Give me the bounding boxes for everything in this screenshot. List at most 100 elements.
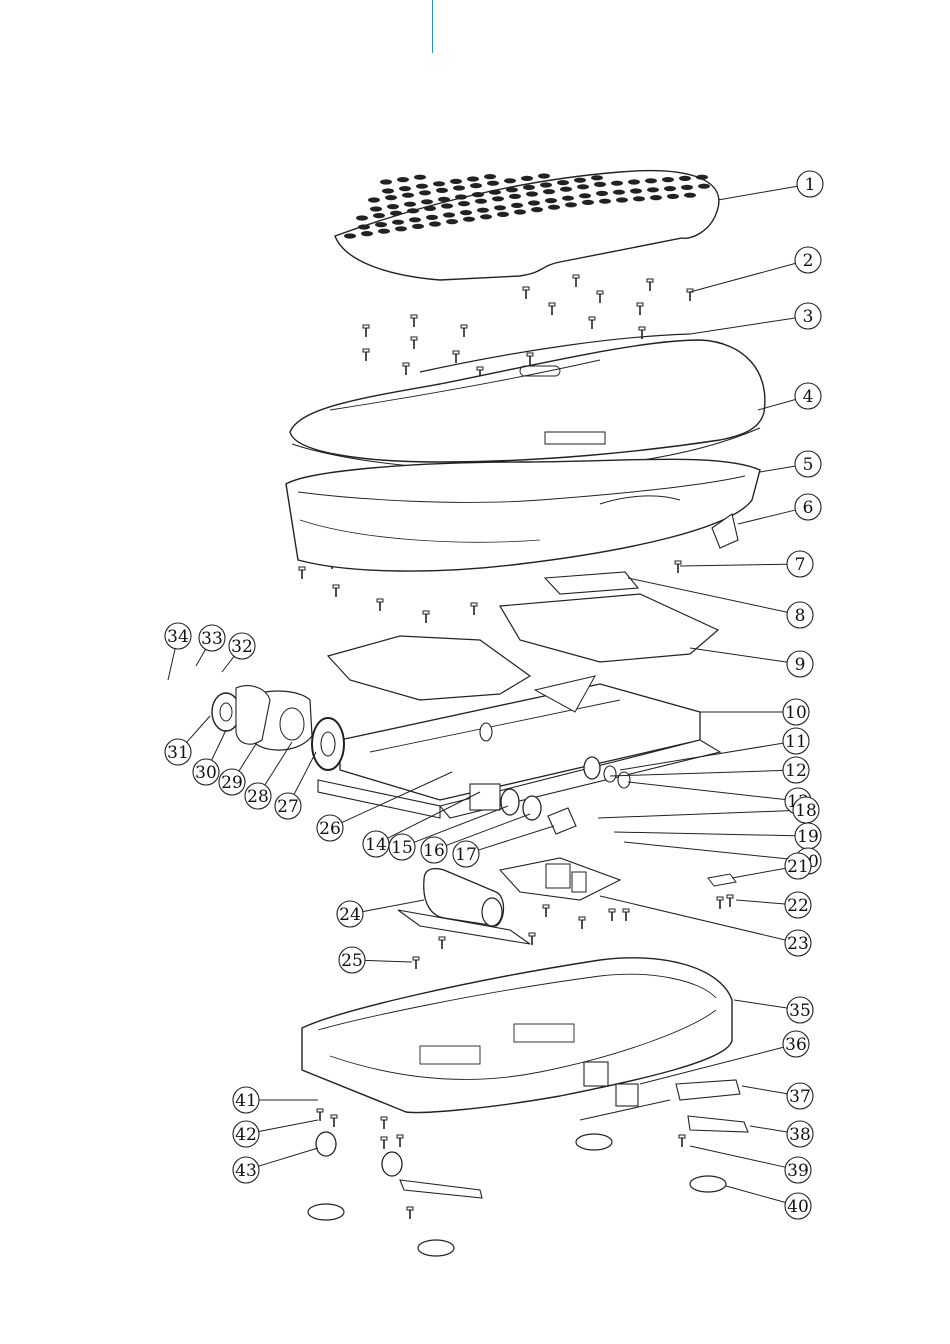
screw-head <box>647 279 653 282</box>
mat-hole <box>407 208 419 213</box>
mat-hole <box>458 201 470 206</box>
callout-10: 10 <box>783 699 809 725</box>
callout-leader-27 <box>294 752 316 794</box>
callout-number: 5 <box>803 455 814 475</box>
callout-number: 32 <box>231 637 253 657</box>
callout-12: 12 <box>783 757 809 783</box>
mat-hole <box>504 178 516 183</box>
mat-hole <box>441 203 453 208</box>
callout-31: 31 <box>165 739 191 765</box>
mat-hole <box>557 180 569 185</box>
callout-1: 1 <box>797 171 823 197</box>
screw-head <box>411 315 417 318</box>
callout-leader-19 <box>614 832 795 836</box>
callout-37: 37 <box>787 1083 813 1109</box>
mat-hole <box>562 196 574 201</box>
callout-leader-35 <box>734 1000 787 1008</box>
mat-hole <box>538 173 550 178</box>
callout-number: 22 <box>787 896 809 916</box>
mat-hole <box>543 189 555 194</box>
callout-24: 24 <box>337 901 363 927</box>
screw-head <box>727 895 733 898</box>
callout-34: 34 <box>165 623 191 649</box>
callout-number: 23 <box>787 934 809 954</box>
upper-cover <box>290 340 765 470</box>
mat-hole <box>429 221 441 226</box>
screw-head <box>381 1137 387 1140</box>
callout-leader-1 <box>718 186 797 200</box>
screw-head <box>381 1117 387 1120</box>
callout-leader-18 <box>598 810 793 818</box>
mat-hole <box>509 194 521 199</box>
callout-leader-23 <box>600 896 785 940</box>
mat-hole <box>548 205 560 210</box>
callout-32: 32 <box>229 633 255 659</box>
mat-hole <box>698 184 710 189</box>
callout-30: 30 <box>193 759 219 785</box>
mat-hole <box>579 193 591 198</box>
callout-40: 40 <box>785 1193 811 1219</box>
screw-head <box>317 1109 323 1112</box>
callout-7: 7 <box>787 551 813 577</box>
mat-hole <box>344 233 356 238</box>
screw-head <box>679 1135 685 1138</box>
screw-head <box>403 363 409 366</box>
callout-leader-24 <box>363 900 424 912</box>
callout-9: 9 <box>787 651 813 677</box>
callout-5: 5 <box>795 451 821 477</box>
callout-leader-13 <box>628 782 785 800</box>
callout-leader-6 <box>738 510 795 524</box>
callout-number: 9 <box>795 655 806 675</box>
callout-41: 41 <box>233 1087 259 1113</box>
callout-number: 34 <box>167 627 189 647</box>
mat-hole <box>664 186 676 191</box>
mat-hole <box>628 179 640 184</box>
mat-hole <box>382 188 394 193</box>
callout-leader-7 <box>680 564 787 566</box>
mat-hole <box>560 187 572 192</box>
base-tray <box>302 958 732 1113</box>
mat-hole <box>681 185 693 190</box>
mat-hole <box>443 212 455 217</box>
mat-hole <box>387 204 399 209</box>
mat-hole <box>399 186 411 191</box>
screw-head <box>637 303 643 306</box>
mat-hole <box>475 199 487 204</box>
mat-hole <box>375 222 387 227</box>
mat-hole <box>404 202 416 207</box>
callout-number: 21 <box>787 857 809 877</box>
screw-head <box>397 1135 403 1138</box>
mat-hole <box>453 185 465 190</box>
callout-number: 19 <box>797 827 819 847</box>
mat-hole <box>662 177 674 182</box>
screw-head <box>363 349 369 352</box>
mat-hole <box>613 190 625 195</box>
callout-number: 41 <box>235 1091 257 1111</box>
callout-number: 7 <box>795 555 806 575</box>
mat-hole <box>696 175 708 180</box>
screw-head <box>573 275 579 278</box>
callout-28: 28 <box>245 783 271 809</box>
callout-leader-30 <box>212 730 226 760</box>
callout-number: 11 <box>785 732 807 752</box>
screw-head <box>407 1207 413 1210</box>
screw-head <box>413 957 419 960</box>
mat-hole <box>511 203 523 208</box>
callout-14: 14 <box>363 831 389 857</box>
callout-16: 16 <box>421 837 447 863</box>
callout-number: 38 <box>789 1125 811 1145</box>
mat-hole <box>414 175 426 180</box>
mat-hole <box>477 208 489 213</box>
callout-leader-38 <box>750 1126 787 1132</box>
mat-hole <box>494 205 506 210</box>
mat-hole <box>433 181 445 186</box>
callout-number: 25 <box>341 951 363 971</box>
callout-leader-32 <box>222 656 234 672</box>
mat-hole <box>591 175 603 180</box>
mat-hole <box>594 182 606 187</box>
mat-hole <box>523 185 535 190</box>
mat-hole <box>526 191 538 196</box>
callout-25: 25 <box>339 947 365 973</box>
mat-hole <box>565 202 577 207</box>
